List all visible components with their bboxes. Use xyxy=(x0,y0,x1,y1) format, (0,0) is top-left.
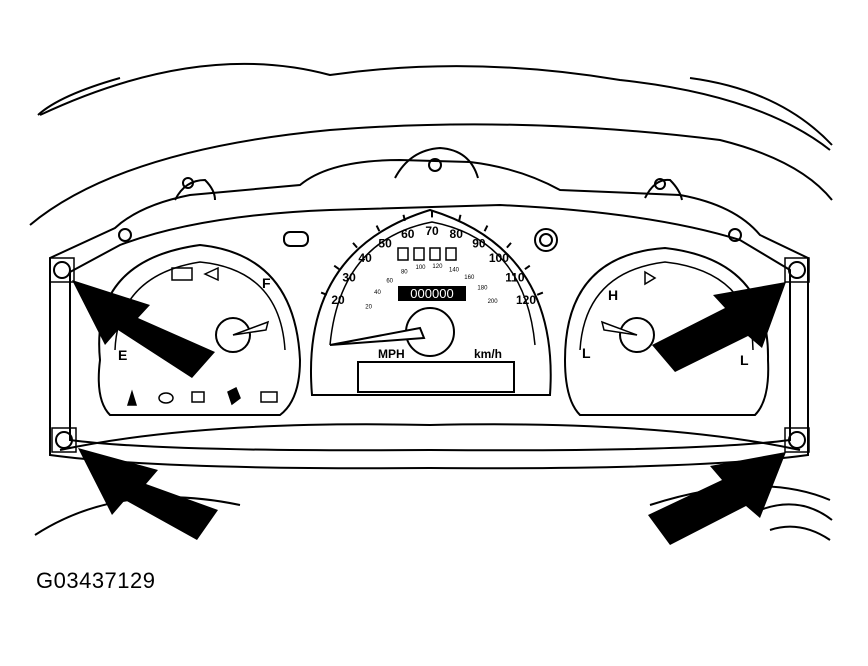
dash-top-curve xyxy=(39,62,831,151)
dash-inner-curve xyxy=(29,123,833,226)
speedometer-tick-label: 70 xyxy=(425,224,439,238)
right-low-label: L xyxy=(740,352,749,368)
fuel-full-label: F xyxy=(262,275,271,291)
temp-gauge-hub xyxy=(619,317,655,353)
left-bracket-top xyxy=(49,257,75,283)
speedometer-tick-label: 120 xyxy=(516,293,536,307)
warning-lamp-row xyxy=(126,386,278,406)
arrow-lower-right xyxy=(648,452,786,545)
kmh-tick-label: 60 xyxy=(386,278,393,284)
speedometer-tick-label: 100 xyxy=(489,251,509,265)
pointer-arrows xyxy=(72,280,786,545)
right-bracket-bottom xyxy=(784,427,810,453)
speedometer-tick-mark xyxy=(458,214,462,222)
mph-label: MPH xyxy=(378,347,405,361)
battery-icon xyxy=(260,391,278,403)
temp-hot-label: H xyxy=(608,287,618,303)
dash-right-contour xyxy=(689,77,833,146)
prndl-squares xyxy=(397,247,457,261)
speedometer-tick-label: 110 xyxy=(505,270,525,284)
cluster-lower-lip xyxy=(59,423,801,451)
headlamp-indicator-icon xyxy=(283,231,309,247)
cluster-center-bump xyxy=(394,146,479,179)
speedometer-tick-mark xyxy=(375,225,381,232)
cluster-top-ridge xyxy=(174,178,216,201)
kmh-tick-label: 40 xyxy=(374,290,381,296)
dash-bottom-right-curve-3 xyxy=(769,525,831,541)
brake-icon xyxy=(158,392,174,404)
right-bracket-top xyxy=(784,257,810,283)
speedometer-tick-label: 20 xyxy=(331,293,345,307)
screw-top-center xyxy=(428,158,442,172)
arrow-upper-right xyxy=(652,282,786,372)
kmh-tick-label: 200 xyxy=(488,299,499,305)
left-bracket-bottom xyxy=(51,427,77,453)
airbag-icon xyxy=(227,386,241,406)
screw-top-left-2 xyxy=(182,177,194,189)
temp-needle xyxy=(600,320,638,336)
speedometer-tick-label: 90 xyxy=(472,236,486,250)
screw-right-lower xyxy=(788,431,806,449)
figure-id-label: G03437129 xyxy=(36,568,156,593)
warning-indicator-icon xyxy=(534,228,558,252)
cluster-top-ridge-right xyxy=(644,178,683,201)
cluster-bezel xyxy=(49,158,809,470)
cluster-inner-bezel xyxy=(69,203,791,452)
speedometer-tick-mark xyxy=(524,264,531,271)
kmh-tick-label: 120 xyxy=(432,264,443,270)
fuel-empty-label: E xyxy=(118,347,127,363)
speedometer-tick-mark xyxy=(483,225,489,232)
speedometer-tick-label: 30 xyxy=(342,270,356,284)
fuel-needle xyxy=(232,320,270,336)
screw-top-right xyxy=(728,228,742,242)
speedometer-tick-mark xyxy=(506,242,512,249)
speedometer-tick-mark xyxy=(320,291,328,296)
kmh-tick-label: 160 xyxy=(464,275,475,281)
arrow-lower-left xyxy=(78,448,218,540)
speedometer-tick-label: 60 xyxy=(401,227,415,241)
arrow-upper-left xyxy=(72,280,215,378)
screw-left-lower xyxy=(55,431,73,449)
temp-cold-label: L xyxy=(582,345,591,361)
kmh-tick-label: 180 xyxy=(477,286,488,292)
kmh-label: km/h xyxy=(474,347,502,361)
screw-left-upper xyxy=(53,261,71,279)
fuel-gauge-hub xyxy=(215,317,251,353)
screw-top-right-2 xyxy=(654,178,666,190)
abs-icon xyxy=(191,391,205,403)
speedometer-tick-mark xyxy=(333,264,340,271)
kmh-tick-label: 80 xyxy=(401,270,408,276)
speedometer-tick-mark xyxy=(402,214,406,222)
fuel-gauge-bezel xyxy=(97,243,302,416)
temp-arrow-icon xyxy=(644,270,657,286)
speedometer-tick-mark xyxy=(536,291,544,296)
speedometer-tick-label: 50 xyxy=(378,236,392,250)
fuel-tank-icon xyxy=(171,266,219,282)
kmh-tick-label: 100 xyxy=(415,265,426,271)
speedometer-needle xyxy=(329,326,426,346)
dash-left-contour xyxy=(37,77,121,116)
speedometer-tick-mark xyxy=(352,242,358,249)
kmh-tick-label: 20 xyxy=(365,304,372,310)
odometer-digits: 000000 xyxy=(410,286,453,301)
screw-right-upper xyxy=(788,261,806,279)
trip-display xyxy=(357,361,515,393)
screw-top-left xyxy=(118,228,132,242)
speedometer-bezel xyxy=(310,208,552,396)
dash-bottom-right-curve-2 xyxy=(759,503,833,521)
speedometer-arc xyxy=(329,221,536,346)
speedometer-tick-label: 40 xyxy=(358,251,372,265)
speedometer-tick-label: 80 xyxy=(450,227,464,241)
oil-pressure-icon xyxy=(126,389,138,406)
kmh-tick-label: 140 xyxy=(449,268,460,274)
odometer-box xyxy=(398,286,466,301)
